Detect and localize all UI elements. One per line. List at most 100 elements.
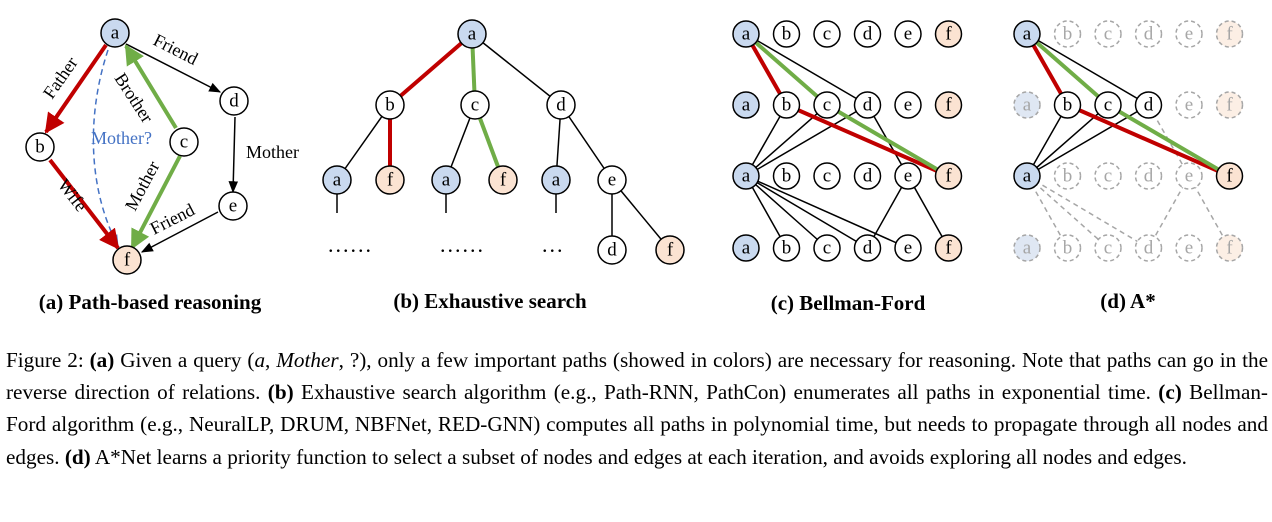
d-node-f-row3: f <box>1215 234 1244 262</box>
d-node-d-row2: d <box>1134 162 1163 190</box>
caption-text-a1: Given a query <box>114 348 248 372</box>
c-edge <box>745 33 868 106</box>
d-node-b-row1: b <box>1053 91 1082 119</box>
svg-text:d: d <box>229 91 239 112</box>
svg-text:e: e <box>904 166 912 187</box>
svg-text:a: a <box>742 24 751 45</box>
b-node-l1-1: c <box>460 90 490 120</box>
svg-text:a: a <box>1023 24 1032 45</box>
svg-text:d: d <box>607 240 617 261</box>
svg-text:a: a <box>742 95 751 116</box>
figure-2: a b c d e f Father Friend Brother Mother… <box>25 18 1244 315</box>
c-edge <box>745 175 909 249</box>
svg-text:d: d <box>863 238 873 259</box>
c-edge <box>785 103 950 178</box>
figure-caption: Figure 2: (a) Given a query (a, Mother, … <box>6 344 1268 473</box>
svg-text:b: b <box>782 166 792 187</box>
d-node-b-row2: b <box>1053 162 1082 190</box>
label-mother-green: Mother <box>121 158 164 214</box>
caption-query: (a, Mother, ?) <box>247 348 367 372</box>
svg-text:b: b <box>35 137 45 158</box>
caption-tag-a: (a) <box>89 348 115 372</box>
b-ellipsis-2: ... <box>542 232 565 257</box>
caption-prefix: Figure 2: <box>6 348 90 372</box>
panel-a: a b c d e f Father Friend Brother Mother… <box>25 18 299 314</box>
b-node-l2-5: e <box>597 165 627 195</box>
c-node-c-row1: c <box>813 91 841 119</box>
panel-c-caption: (c) Bellman-Ford <box>771 291 926 315</box>
d-node-f-row2: f <box>1215 162 1244 190</box>
b-node-l2-4: a <box>541 165 571 195</box>
c-node-b-row1: b <box>772 91 801 119</box>
b-node-l3-1: f <box>655 235 685 265</box>
caption-tag-d: (d) <box>64 444 91 469</box>
node-f: f <box>112 245 142 275</box>
c-edge <box>745 175 868 249</box>
d-edge <box>1026 175 1069 249</box>
d-node-d-row0: d <box>1134 20 1163 48</box>
svg-text:c: c <box>1104 238 1112 259</box>
svg-text:f: f <box>667 240 674 261</box>
c-node-e-row0: e <box>894 20 922 48</box>
svg-text:a: a <box>1023 238 1032 259</box>
c-node-a-row3: a <box>732 234 760 262</box>
edge-c-f-green <box>130 155 182 250</box>
edge-c-a-green <box>124 44 178 130</box>
caption-tag-c: (c) <box>1158 380 1182 405</box>
svg-text:e: e <box>608 170 616 191</box>
c-node-b-row3: b <box>772 234 801 262</box>
caption-tag-b: (b) <box>267 380 294 405</box>
panel-d-caption: (d) A* <box>1100 289 1155 313</box>
d-edge <box>1025 32 1110 107</box>
svg-text:c: c <box>823 95 831 116</box>
d-node-b-row3: b <box>1053 234 1082 262</box>
d-edge <box>1147 175 1190 249</box>
caption-text-c: Bellman-Ford algorithm (e.g., NeuralLP, … <box>6 380 1268 469</box>
c-node-c-row2: c <box>813 162 841 190</box>
b-node-root: a <box>457 19 487 49</box>
d-edge <box>1026 175 1149 249</box>
svg-text:a: a <box>552 170 561 191</box>
b-node-l1-0: b <box>375 90 405 120</box>
svg-text:c: c <box>1104 166 1112 187</box>
c-node-d-row1: d <box>853 91 882 119</box>
d-node-c-row1: c <box>1094 91 1122 119</box>
svg-text:e: e <box>904 24 912 45</box>
caption-text-b: Exhaustive search algorithm (e.g., Path-… <box>293 380 1159 405</box>
c-node-b-row0: b <box>772 20 801 48</box>
svg-text:a: a <box>1023 166 1032 187</box>
svg-text:b: b <box>1063 166 1073 187</box>
svg-text:f: f <box>945 238 952 259</box>
svg-text:f: f <box>387 170 394 191</box>
d-node-c-row0: c <box>1094 20 1122 48</box>
c-node-c-row3: c <box>813 234 841 262</box>
edge-b-f-red <box>48 158 120 250</box>
svg-text:d: d <box>863 24 873 45</box>
d-edge <box>1066 103 1231 178</box>
svg-text:d: d <box>1144 95 1154 116</box>
svg-text:c: c <box>823 238 831 259</box>
caption-text-d: A*Net learns a priority function to sele… <box>90 444 1187 469</box>
svg-text:b: b <box>1063 238 1073 259</box>
edge-a-f-query <box>92 49 119 248</box>
svg-text:f: f <box>500 170 507 191</box>
edge-e-f <box>140 211 219 253</box>
svg-text:c: c <box>180 132 188 153</box>
c-edge <box>907 175 950 249</box>
d-node-f-row0: f <box>1215 20 1244 48</box>
svg-text:b: b <box>1063 24 1073 45</box>
panel-b: a b c d a f a f a e d f ...... ...... ..… <box>322 19 685 313</box>
d-node-a-row3: a <box>1013 234 1041 262</box>
c-edge <box>866 175 909 249</box>
b-node-l2-0: a <box>322 165 352 195</box>
node-a: a <box>100 18 130 48</box>
svg-text:b: b <box>1063 95 1073 116</box>
c-node-e-row2: e <box>894 162 922 190</box>
svg-text:e: e <box>904 238 912 259</box>
c-node-d-row2: d <box>853 162 882 190</box>
svg-text:b: b <box>385 95 395 116</box>
panel-b-caption: (b) Exhaustive search <box>393 289 587 313</box>
b-node-l2-3: f <box>488 165 518 195</box>
svg-text:e: e <box>904 95 912 116</box>
d-edge <box>1106 103 1231 178</box>
